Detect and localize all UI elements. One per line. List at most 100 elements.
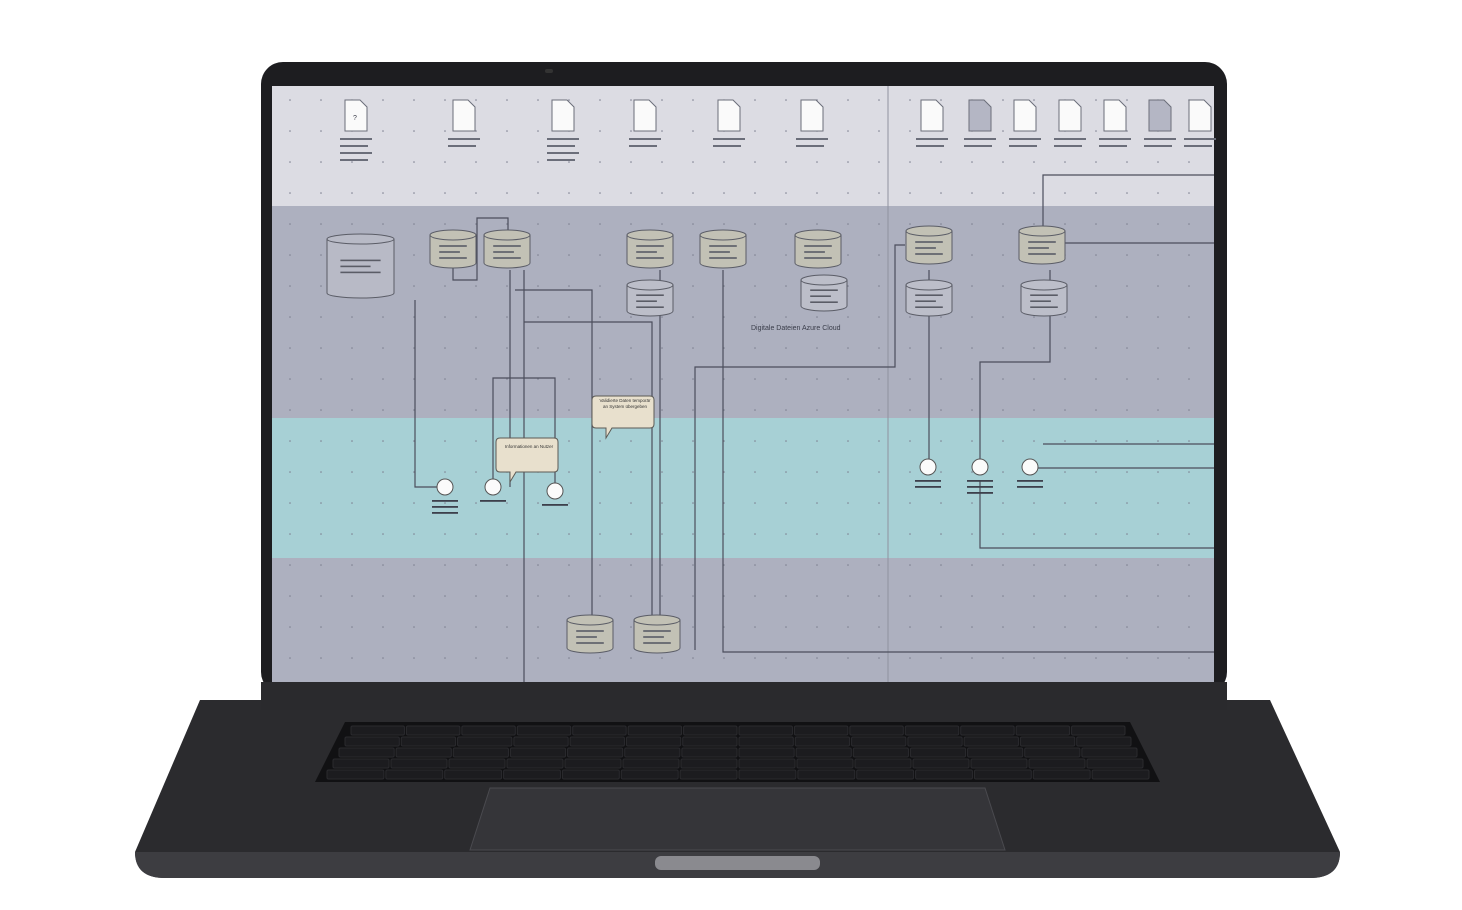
trackpad[interactable]: [469, 787, 1006, 851]
key[interactable]: [1086, 758, 1144, 769]
key[interactable]: [738, 736, 794, 747]
key[interactable]: [1028, 758, 1086, 769]
database-node[interactable]: [794, 229, 842, 269]
key[interactable]: [506, 758, 564, 769]
key[interactable]: [849, 725, 904, 736]
key[interactable]: [503, 769, 561, 780]
key[interactable]: [350, 725, 405, 736]
key[interactable]: [1076, 736, 1132, 747]
document-icon[interactable]: [448, 99, 480, 147]
diagram-canvas[interactable]: Digitale Dateien Azure Cloud ? Validiert…: [272, 86, 1216, 682]
database-node[interactable]: [800, 274, 848, 312]
key[interactable]: [457, 736, 513, 747]
key[interactable]: [970, 758, 1028, 769]
document-icon[interactable]: [1009, 99, 1041, 147]
database-node[interactable]: [429, 229, 477, 269]
key[interactable]: [572, 725, 627, 736]
key[interactable]: [627, 725, 683, 736]
key[interactable]: [1071, 725, 1126, 736]
database-node[interactable]: [626, 279, 674, 317]
database-node[interactable]: [905, 279, 953, 317]
key[interactable]: [564, 758, 622, 769]
key[interactable]: [622, 758, 680, 769]
database-node[interactable]: [1018, 225, 1066, 265]
key[interactable]: [796, 758, 854, 769]
key[interactable]: [793, 725, 849, 736]
connector-line[interactable]: [722, 270, 1214, 653]
key[interactable]: [854, 758, 912, 769]
database-node[interactable]: [566, 614, 614, 654]
key[interactable]: [561, 769, 620, 780]
document-icon[interactable]: [916, 99, 948, 147]
key[interactable]: [567, 747, 624, 758]
connector-line[interactable]: [524, 321, 653, 615]
key[interactable]: [963, 736, 1019, 747]
key[interactable]: [1081, 747, 1138, 758]
connector-line[interactable]: [414, 300, 440, 488]
process-node[interactable]: [542, 482, 568, 506]
key[interactable]: [681, 747, 738, 758]
key[interactable]: [856, 769, 915, 780]
document-icon[interactable]: [340, 99, 372, 161]
key[interactable]: [904, 725, 960, 736]
key[interactable]: [1032, 769, 1091, 780]
key[interactable]: [738, 747, 795, 758]
key[interactable]: [620, 769, 679, 780]
key[interactable]: [344, 736, 400, 747]
key[interactable]: [852, 747, 909, 758]
process-node[interactable]: [480, 478, 506, 502]
document-icon[interactable]: [964, 99, 996, 147]
key[interactable]: [385, 769, 444, 780]
key[interactable]: [738, 769, 797, 780]
key[interactable]: [679, 769, 738, 780]
key[interactable]: [452, 747, 509, 758]
connector-line[interactable]: [452, 217, 509, 281]
key[interactable]: [738, 725, 793, 736]
document-icon[interactable]: [796, 99, 828, 147]
key[interactable]: [851, 736, 907, 747]
key[interactable]: [400, 736, 457, 747]
key[interactable]: [326, 769, 385, 780]
document-icon[interactable]: [1144, 99, 1176, 147]
document-icon[interactable]: [1184, 99, 1216, 147]
document-icon[interactable]: [629, 99, 661, 147]
connector-line[interactable]: [979, 480, 1214, 549]
database-node[interactable]: [699, 229, 747, 269]
database-node[interactable]: [905, 225, 953, 265]
key[interactable]: [1015, 725, 1071, 736]
key[interactable]: [448, 758, 506, 769]
connector-line[interactable]: [1042, 174, 1214, 245]
key[interactable]: [680, 758, 738, 769]
key[interactable]: [516, 725, 572, 736]
key[interactable]: [794, 736, 851, 747]
key[interactable]: [569, 736, 625, 747]
key[interactable]: [624, 747, 681, 758]
database-node[interactable]: [483, 229, 531, 269]
key[interactable]: [509, 747, 567, 758]
key[interactable]: [1019, 736, 1076, 747]
key[interactable]: [444, 769, 503, 780]
database-node[interactable]: [626, 229, 674, 269]
connector-line[interactable]: [694, 244, 905, 650]
document-icon[interactable]: [713, 99, 745, 147]
callout-validation[interactable]: Validierte Daten temporär an System über…: [591, 395, 655, 440]
process-node[interactable]: [967, 458, 993, 494]
key[interactable]: [915, 769, 973, 780]
connector-line[interactable]: [515, 289, 593, 615]
key[interactable]: [795, 747, 852, 758]
key[interactable]: [682, 736, 738, 747]
key[interactable]: [332, 758, 390, 769]
document-icon[interactable]: [1054, 99, 1086, 147]
key[interactable]: [960, 725, 1015, 736]
database-node[interactable]: [326, 233, 395, 299]
key[interactable]: [461, 725, 516, 736]
key[interactable]: [625, 736, 682, 747]
key[interactable]: [797, 769, 856, 780]
key[interactable]: [395, 747, 452, 758]
key[interactable]: [912, 758, 970, 769]
process-node[interactable]: [1017, 458, 1043, 488]
key[interactable]: [683, 725, 738, 736]
database-node[interactable]: [1020, 279, 1068, 317]
document-icon[interactable]: [1099, 99, 1131, 147]
key[interactable]: [738, 758, 796, 769]
